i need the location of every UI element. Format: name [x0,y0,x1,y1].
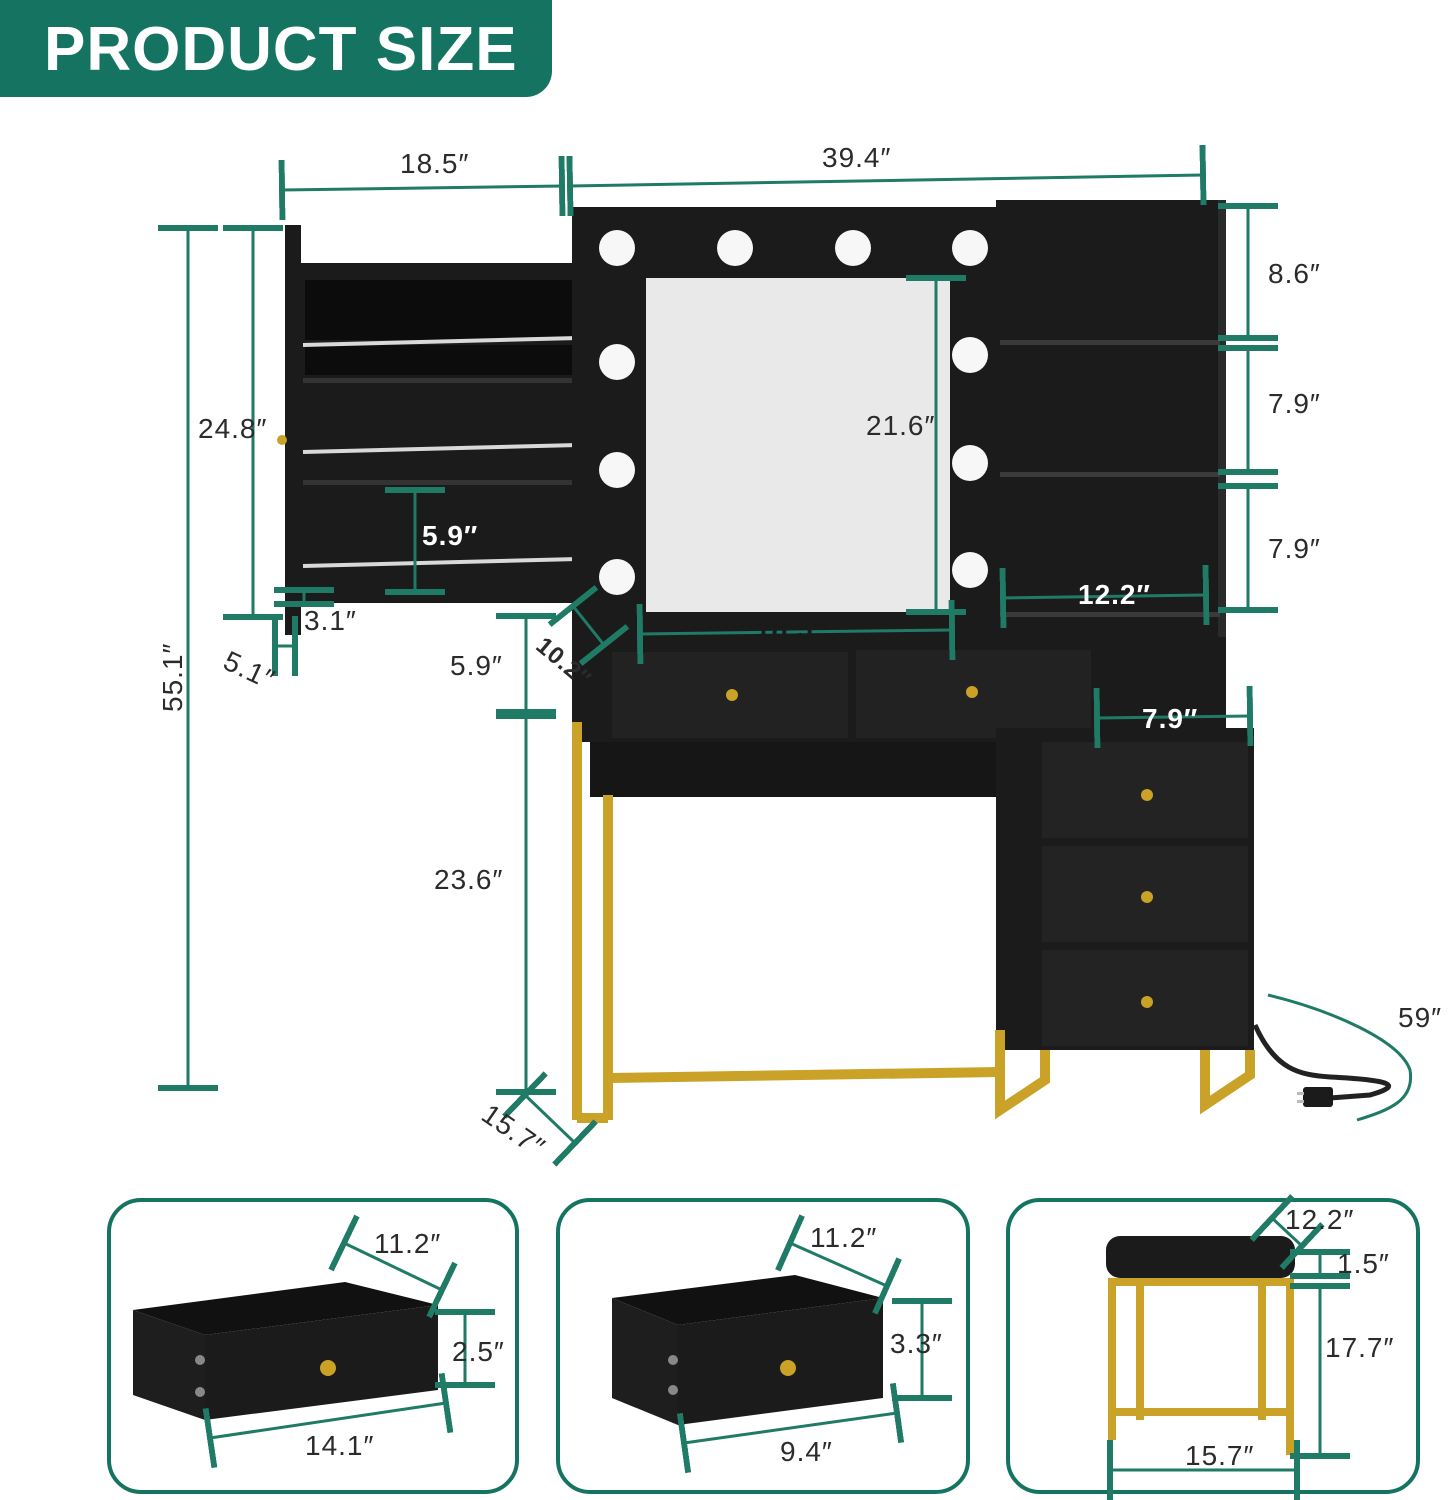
large-drawer-width: 14.1″ [305,1430,375,1461]
label-side-cabinet-width: 18.5″ [400,148,470,179]
label-drawer-row-height: 5.9″ [450,650,503,681]
stool-illustration [1106,1236,1295,1455]
small-drawer-illustration [612,1275,883,1425]
gold-legs [572,722,1255,1123]
stool-width: 15.7″ [1185,1440,1255,1471]
label-side-shelf-spacing: 5.9″ [422,520,479,551]
small-drawer-width: 9.4″ [780,1436,833,1467]
small-drawer-height: 3.3″ [890,1328,943,1359]
stool-height: 17.7″ [1325,1332,1395,1363]
title-banner: PRODUCT SIZE [0,0,552,97]
dimension-lines [158,144,1413,1167]
label-side-shelf-depth: 3.1″ [304,605,357,636]
label-cord-length: 59″ [1398,1002,1443,1033]
label-side-cabinet-height: 24.8″ [198,413,268,444]
drawer-cabinet [996,728,1254,1050]
label-mirror-height: 21.6″ [866,410,936,441]
small-drawer-depth: 11.2″ [810,1222,878,1253]
stool-cushion-height: 1.5″ [1337,1248,1390,1279]
label-top-shelf-height: 8.6″ [1268,258,1321,289]
label-total-width: 39.4″ [822,142,892,173]
large-drawer-depth: 11.2″ [374,1228,442,1259]
label-total-height: 55.1″ [157,642,188,712]
large-drawer-illustration [133,1282,438,1420]
power-cord [1252,1023,1392,1107]
stool-depth: 12.2″ [1285,1204,1355,1235]
label-leg-height: 23.6″ [434,864,504,895]
label-low-shelf-height: 7.9″ [1268,533,1321,564]
large-drawer-height: 2.5″ [452,1336,505,1367]
label-mirror-width: 18.5″ [755,613,828,644]
label-mid-shelf-height: 7.9″ [1268,388,1321,419]
label-cabinet-width: 7.9″ [1142,703,1199,734]
side-cabinet [277,225,580,635]
label-shelf-width: 12.2″ [1078,579,1151,610]
banner-title: PRODUCT SIZE [44,15,518,84]
